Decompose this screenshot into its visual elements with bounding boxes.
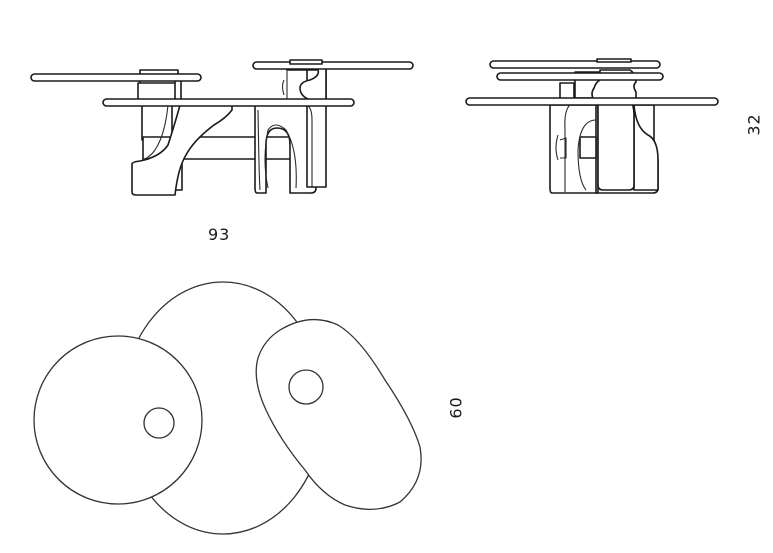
side-top-cap (596, 58, 632, 63)
side-center-block (597, 99, 635, 191)
plan-right-pebble-disc (255, 318, 422, 510)
side-inner-arch (577, 119, 597, 191)
side-main-disc (465, 97, 719, 106)
side-elevation (465, 58, 719, 194)
front-upper-right-block (286, 64, 327, 101)
plan-left-hole (143, 407, 175, 439)
height-dimension-label: 32 (744, 113, 764, 136)
front-upper-right-arc (281, 79, 285, 96)
plan-right-hole (288, 369, 324, 405)
side-small-tab (559, 137, 567, 159)
side-right-lobe (633, 104, 659, 191)
front-right-leg-edge (257, 109, 261, 191)
front-top-right-disc (252, 61, 414, 70)
front-elevation (30, 59, 414, 196)
front-left-leg (131, 104, 233, 196)
front-main-disc (102, 98, 355, 107)
plan-view (33, 281, 422, 535)
front-left-leg-inner-curve (142, 104, 169, 161)
side-crossbar-end (579, 136, 597, 159)
width-dimension-label: 93 (208, 225, 231, 244)
side-top-disc (489, 60, 661, 69)
side-small-arc (555, 134, 559, 161)
front-top-right-cap (289, 59, 323, 65)
plan-left-disc (33, 335, 203, 505)
depth-dimension-label: 60 (446, 396, 466, 419)
front-right-leg-arch (264, 124, 297, 189)
side-middle-disc (496, 72, 664, 81)
front-top-left-disc (30, 73, 202, 82)
side-left-inner-edge (564, 104, 571, 192)
